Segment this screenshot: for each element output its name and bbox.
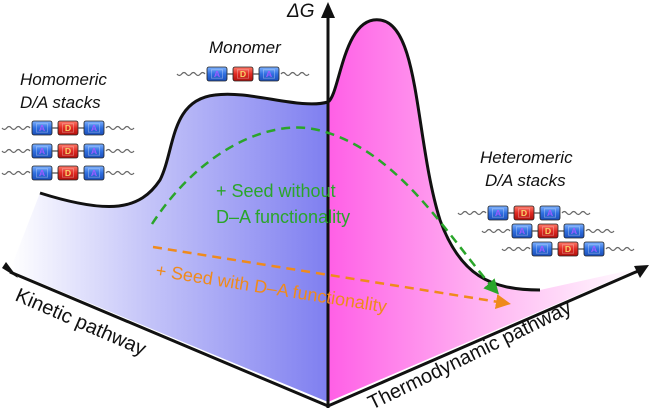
acceptor-unit: A (31, 120, 53, 136)
donor-unit: D (57, 165, 79, 181)
svg-text:A: A (39, 168, 46, 178)
green-pathway-arrow (150, 126, 500, 295)
donor-unit: D (57, 143, 79, 159)
acceptor-unit: A (206, 66, 228, 82)
svg-text:A: A (214, 69, 221, 79)
kinetic-axis-arrowhead (2, 262, 18, 278)
svg-text:A: A (91, 168, 98, 178)
acceptor-unit: A (539, 205, 561, 221)
svg-text:D: D (65, 168, 71, 178)
acceptor-unit: A (31, 165, 53, 181)
thermodynamic-axis (327, 266, 646, 408)
energy-curve (39, 18, 541, 292)
svg-text:A: A (547, 208, 554, 218)
alkyl-chain (561, 210, 591, 216)
alkyl-chain (605, 246, 635, 252)
alkyl-chain (457, 210, 487, 216)
thermodynamic-axis-arrowhead (634, 265, 649, 278)
heteromeric-label-line1: Heteromeric (480, 148, 573, 167)
svg-text:D: D (565, 244, 571, 254)
alkyl-chain (105, 148, 135, 154)
acceptor-unit: A (258, 66, 280, 82)
svg-text:A: A (539, 244, 546, 254)
svg-text:D: D (240, 69, 246, 79)
acceptor-unit: A (31, 143, 53, 159)
green-path-label-line2: D–A functionality (216, 207, 350, 227)
kinetic-region (10, 94, 328, 403)
svg-text:A: A (495, 208, 502, 218)
svg-text:A: A (571, 226, 578, 236)
alkyl-chain (1, 148, 31, 154)
y-axis-arrowhead (321, 2, 335, 18)
alkyl-chain (1, 125, 31, 131)
donor-unit: D (537, 223, 559, 239)
alkyl-chain (176, 71, 206, 77)
heteromeric-label-line2: D/A stacks (485, 171, 566, 190)
alkyl-chain (280, 71, 310, 77)
svg-text:A: A (39, 123, 46, 133)
acceptor-unit: A (83, 165, 105, 181)
alkyl-chain (481, 228, 511, 234)
svg-text:A: A (91, 146, 98, 156)
acceptor-unit: A (531, 241, 553, 257)
acceptor-unit: A (511, 223, 533, 239)
svg-text:A: A (591, 244, 598, 254)
svg-text:A: A (519, 226, 526, 236)
alkyl-chain (105, 170, 135, 176)
acceptor-unit: A (583, 241, 605, 257)
svg-text:D: D (65, 146, 71, 156)
donor-unit: D (557, 241, 579, 257)
y-axis-label: ΔG (286, 1, 315, 22)
homomeric-label-line1: Homomeric (20, 70, 107, 89)
acceptor-unit: A (563, 223, 585, 239)
alkyl-chain (501, 246, 531, 252)
alkyl-chain (1, 170, 31, 176)
svg-text:D: D (545, 226, 551, 236)
green-path-label-line1: + Seed without (216, 181, 336, 201)
alkyl-chain (585, 228, 615, 234)
donor-unit: D (57, 120, 79, 136)
acceptor-unit: A (487, 205, 509, 221)
kinetic-axis (9, 270, 329, 408)
homomeric-label-line2: D/A stacks (20, 93, 101, 112)
svg-text:A: A (39, 146, 46, 156)
svg-text:D: D (65, 123, 71, 133)
acceptor-unit: A (83, 120, 105, 136)
svg-text:D: D (521, 208, 527, 218)
alkyl-chain (105, 125, 135, 131)
acceptor-unit: A (83, 143, 105, 159)
svg-text:A: A (266, 69, 273, 79)
monomer-label: Monomer (209, 38, 282, 57)
donor-unit: D (232, 66, 254, 82)
svg-text:A: A (91, 123, 98, 133)
donor-unit: D (513, 205, 535, 221)
thermodynamic-region (328, 19, 640, 403)
